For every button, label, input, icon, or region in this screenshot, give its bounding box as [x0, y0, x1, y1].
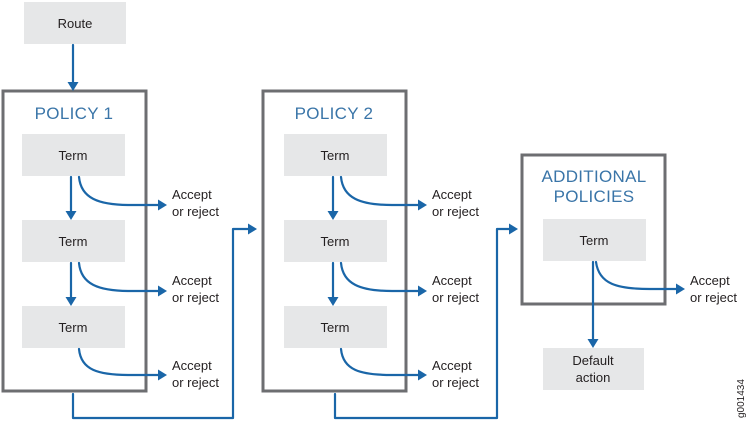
policy2-term-3-label: Term	[321, 320, 350, 335]
policy1-term-2-label: Term	[59, 234, 88, 249]
policy2-term-2-label: Term	[321, 234, 350, 249]
route-box	[24, 2, 126, 44]
policy1-outcome-1-line-1: Accept	[172, 187, 212, 202]
additional-term-label: Term	[580, 233, 609, 248]
flow-arrows	[65, 43, 685, 420]
policy1-term-1-label: Term	[59, 148, 88, 163]
policy2-outcome-1-line-2: or reject	[432, 204, 479, 219]
policy2-to-additional-arrow	[333, 227, 512, 420]
policy1-title: POLICY 1	[35, 104, 114, 123]
policy1-outcome-3-line-1: Accept	[172, 358, 212, 373]
policy1-outcome-2-line-1: Accept	[172, 273, 212, 288]
policy2-accept-arrow-2	[339, 261, 422, 293]
policy1-accept-arrow-1	[77, 175, 162, 207]
policy1-term-3-label: Term	[59, 320, 88, 335]
policy2-accept-arrow-3	[339, 347, 422, 377]
policy2-outcome-3-line-2: or reject	[432, 375, 479, 390]
policy1-accept-arrow-3	[77, 347, 162, 377]
default-action-box	[543, 348, 644, 390]
policy2-term-1	[284, 134, 387, 176]
policy1-term-3	[22, 306, 125, 348]
policy1-outcome-1-line-2: or reject	[172, 204, 219, 219]
policy2-accept-arrow-1	[339, 175, 422, 207]
policy2-outcome-2-line-1: Accept	[432, 273, 472, 288]
policy2-outcome-1-line-1: Accept	[432, 187, 472, 202]
policy1-term-1	[22, 134, 125, 176]
policy2-outcome-2-line-2: or reject	[432, 290, 479, 305]
additional-title-line-2: POLICIES	[554, 187, 635, 206]
policy2-term-1-label: Term	[321, 148, 350, 163]
policy1-accept-arrow-2	[77, 261, 162, 293]
additional-title-line-1: ADDITIONAL	[541, 167, 646, 186]
policy2-term-3	[284, 306, 387, 348]
default-action-line-2: action	[576, 370, 611, 385]
policy1-term-2	[22, 220, 125, 262]
policy1-outcome-3-line-2: or reject	[172, 375, 219, 390]
additional-outcome-line-2: or reject	[690, 290, 737, 305]
figure-id: g001434	[736, 379, 747, 418]
policy2-term-2	[284, 220, 387, 262]
additional-term	[543, 219, 646, 261]
additional-accept-arrow	[594, 260, 679, 291]
additional-outcome-line-1: Accept	[690, 273, 730, 288]
policy1-to-policy2-arrow	[71, 227, 251, 420]
policy1-outcome-2-line-2: or reject	[172, 290, 219, 305]
route-label: Route	[58, 16, 93, 31]
default-action-line-1: Default	[572, 353, 614, 368]
policy2-title: POLICY 2	[295, 104, 374, 123]
policy2-outcome-3-line-1: Accept	[432, 358, 472, 373]
